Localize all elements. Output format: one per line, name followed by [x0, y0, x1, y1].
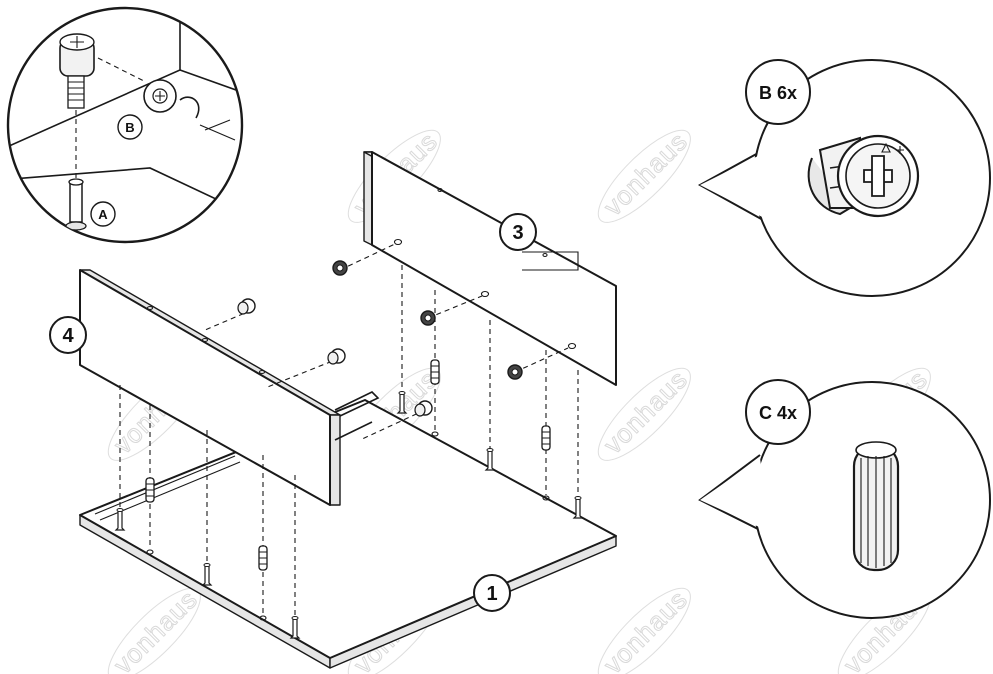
svg-text:C 4x: C 4x — [759, 403, 797, 423]
assembly-guides — [119, 243, 579, 620]
callout-cam-lock: B 6x — [697, 59, 991, 297]
cam-bolt-3 — [289, 616, 301, 639]
cam-bolt-5 — [484, 448, 496, 471]
svg-text:1: 1 — [486, 583, 497, 605]
dowels — [145, 359, 551, 571]
svg-text:3: 3 — [512, 222, 523, 244]
panel-3-back — [363, 151, 617, 386]
cam-bolt-2 — [201, 563, 213, 586]
dowel-3 — [430, 359, 440, 385]
panel-1-bottom — [79, 399, 617, 669]
part-label-1: 1 — [473, 574, 511, 612]
cam-lock-6 — [414, 400, 433, 417]
cam-lock-1 — [237, 298, 256, 315]
watermark-11: vonhaus — [597, 583, 694, 674]
dowel-4 — [541, 425, 551, 451]
cam-locks — [237, 260, 523, 417]
cam-lock-2 — [327, 348, 346, 365]
callout-dowel: C 4x — [698, 379, 991, 619]
inset-bolt-a — [65, 178, 87, 231]
dowel-2 — [258, 545, 268, 571]
cam-bolts — [114, 391, 584, 639]
cam-bolt-6 — [572, 496, 584, 519]
part-label-3: 3 — [499, 213, 537, 251]
watermark-3: vonhaus — [597, 125, 694, 223]
inset-cam-lock — [143, 79, 200, 119]
dowel-1 — [145, 477, 155, 503]
cam-bolt-1 — [114, 508, 126, 531]
panel-4-side — [79, 269, 380, 506]
svg-text:4: 4 — [62, 325, 74, 347]
svg-text:A: A — [98, 207, 108, 222]
cam-lock-icon — [807, 134, 920, 218]
svg-text:B 6x: B 6x — [759, 83, 797, 103]
svg-text:B: B — [125, 120, 134, 135]
detail-inset: A B — [6, 6, 244, 244]
svg-text:vonhaus: vonhaus — [598, 126, 694, 222]
inset-cam-bolt — [59, 33, 95, 109]
part-label-4: 4 — [49, 316, 87, 354]
wooden-dowel-icon — [852, 441, 900, 572]
cam-lock-5 — [507, 364, 523, 380]
cam-lock-3 — [332, 260, 348, 276]
cam-bolt-4 — [396, 391, 408, 414]
cam-lock-4 — [420, 310, 436, 326]
